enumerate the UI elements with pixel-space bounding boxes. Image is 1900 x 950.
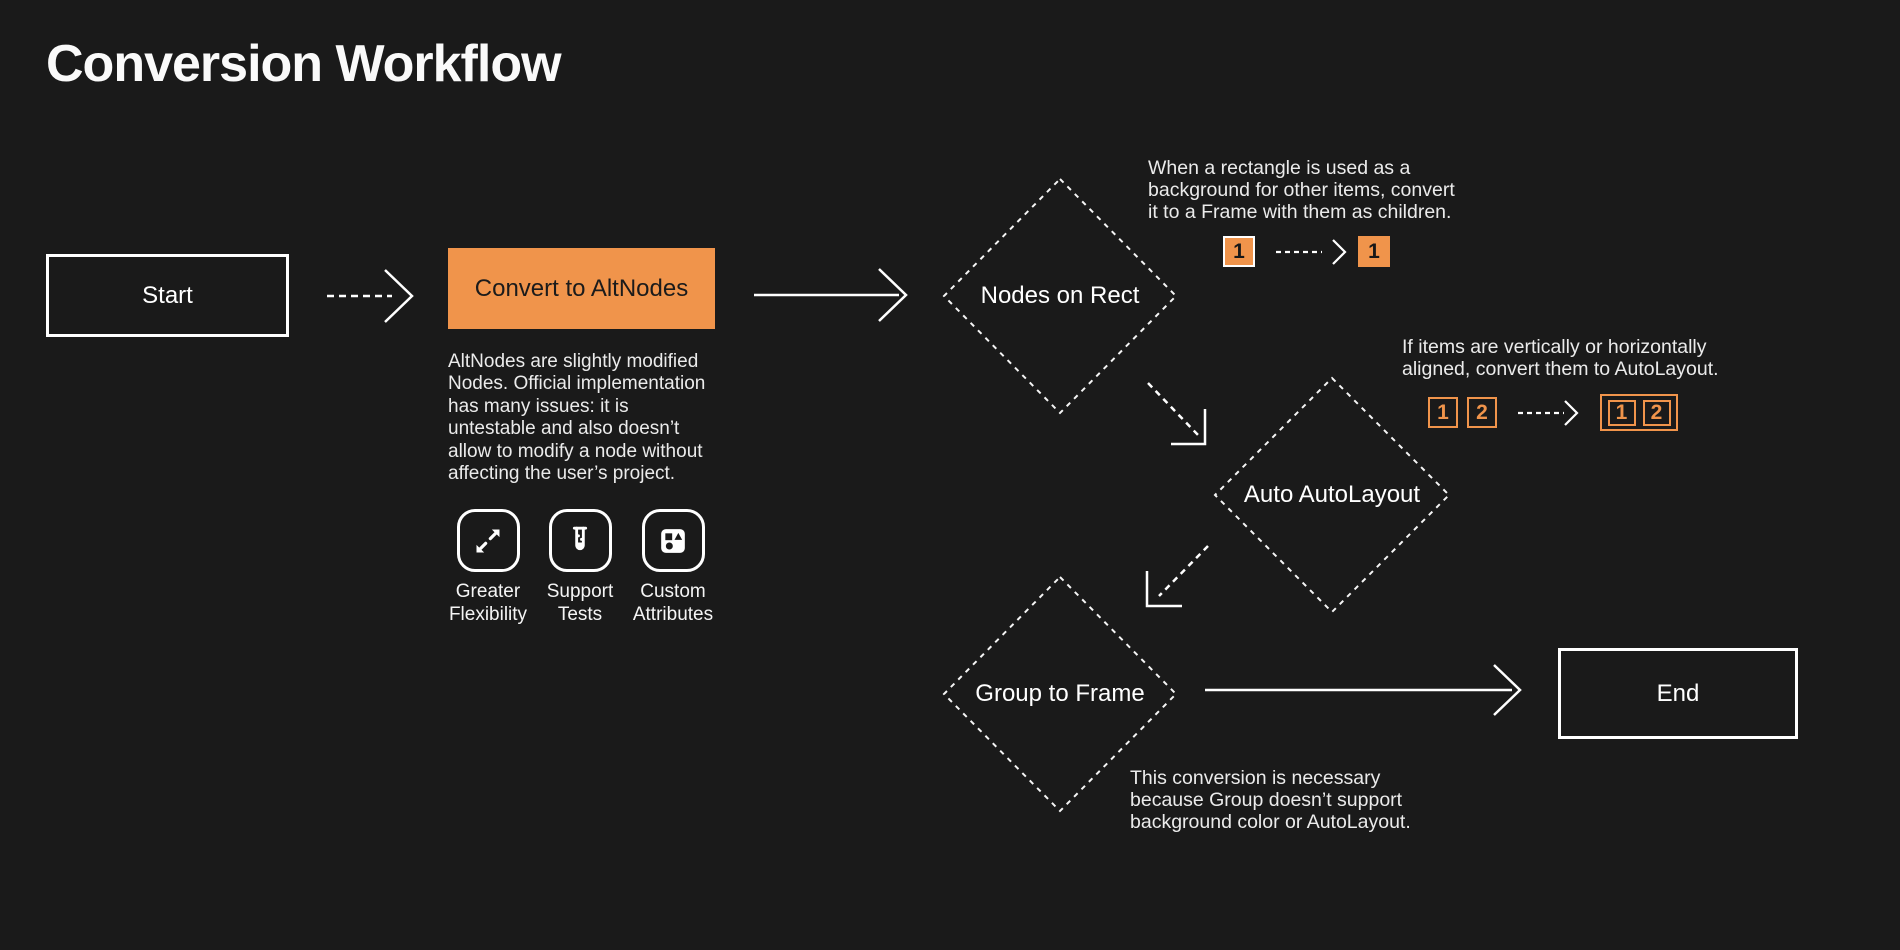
demo-number: 1: [1233, 239, 1245, 263]
end-node[interactable]: End: [1558, 648, 1798, 739]
arrow-demo-items-to-autolayout: [1518, 400, 1579, 426]
auto-autolayout-note: If items are vertically or horizontally …: [1402, 336, 1719, 380]
arrow-convert-to-nodes-on-rect: [754, 268, 908, 322]
arrow-auto-autolayout-to-group-to-frame: [1145, 545, 1209, 608]
feature-label: Custom Attributes: [632, 581, 714, 625]
diamond-group-to-frame[interactable]: [942, 575, 1178, 813]
page-title: Conversion Workflow: [46, 35, 562, 93]
demo-item-1: 1: [1428, 397, 1458, 428]
group-to-frame-label: Group to Frame: [975, 680, 1145, 707]
demo-number: 1: [1368, 239, 1380, 263]
demo-number: 2: [1650, 400, 1663, 424]
convert-to-altnodes-node[interactable]: Convert to AltNodes: [448, 248, 715, 329]
demo-autolayout-frame: 1 2: [1600, 394, 1678, 431]
feature-custom-attributes: Custom Attributes: [625, 509, 721, 626]
demo-number: 2: [1476, 400, 1488, 424]
feature-greater-flexibility: Greater Flexibility: [440, 509, 536, 626]
demo-rect-with-item: 1: [1223, 236, 1255, 267]
start-node-label: Start: [142, 281, 193, 309]
start-node[interactable]: Start: [46, 254, 289, 337]
demo-number: 1: [1437, 400, 1449, 424]
convert-to-altnodes-label: Convert to AltNodes: [474, 274, 689, 302]
test-tube-icon: [548, 509, 612, 572]
expand-arrows-icon: [456, 509, 520, 572]
arrow-start-to-convert: [327, 269, 414, 323]
end-node-label: End: [1656, 679, 1700, 707]
demo-result-item-2: 2: [1642, 399, 1671, 426]
auto-autolayout-label: Auto AutoLayout: [1243, 481, 1421, 508]
arrow-nodes-on-rect-to-auto-autolayout: [1147, 382, 1207, 446]
shapes-icon: [641, 509, 705, 572]
arrow-group-to-frame-to-end: [1205, 664, 1522, 716]
demo-number: 1: [1615, 400, 1628, 424]
nodes-on-rect-note: When a rectangle is used as a background…: [1148, 157, 1455, 223]
feature-label: Greater Flexibility: [448, 581, 528, 625]
demo-result-item-1: 1: [1607, 399, 1636, 426]
feature-label: Support Tests: [546, 581, 614, 625]
nodes-on-rect-label: Nodes on Rect: [980, 282, 1140, 309]
arrow-demo-rect-to-frame: [1276, 239, 1347, 265]
group-to-frame-note: This conversion is necessary because Gro…: [1130, 767, 1411, 833]
demo-item-2: 2: [1467, 397, 1497, 428]
demo-frame-with-item: 1: [1358, 236, 1390, 267]
diamond-nodes-on-rect[interactable]: [942, 177, 1178, 415]
feature-support-tests: Support Tests: [532, 509, 628, 626]
altnodes-description: AltNodes are slightly modified Nodes. Of…: [448, 351, 706, 485]
